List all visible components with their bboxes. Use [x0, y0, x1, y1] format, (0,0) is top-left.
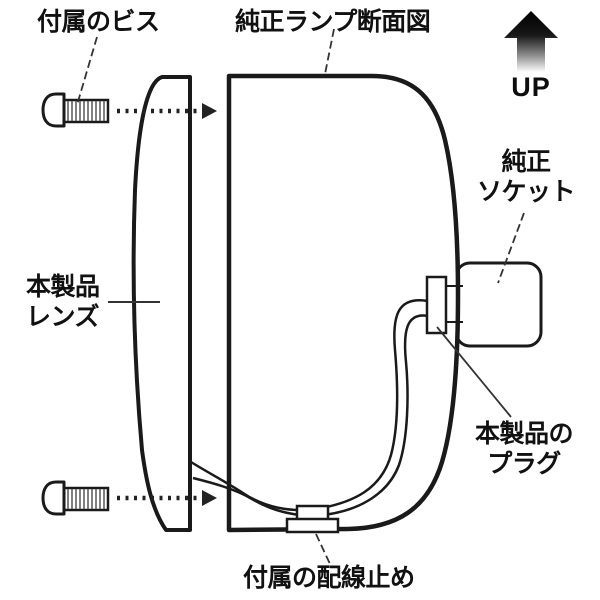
socket-label: 純正 ソケット [476, 147, 576, 207]
lens-shape [131, 75, 192, 532]
diagram-title: 純正ランプ断面図 [235, 8, 431, 36]
lens-label: 本製品 レンズ [26, 272, 100, 332]
screws-label: 付属のビス [37, 8, 160, 36]
lens-label-line2: レンズ [26, 303, 100, 331]
screw-top-icon [41, 92, 110, 128]
insert-arrow-top-icon [117, 103, 217, 119]
socket-label-line1: 純正 [501, 148, 551, 176]
clamp-label: 付属の配線止め [243, 564, 415, 592]
socket-shape [454, 261, 543, 348]
up-arrow-icon [504, 11, 558, 72]
lens-label-line1: 本製品 [26, 273, 100, 301]
plug-label-line2: プラグ [487, 450, 561, 478]
up-label: UP [511, 72, 551, 102]
screw-bottom-icon [41, 480, 110, 516]
plug-label-line1: 本製品の [474, 420, 574, 448]
plug-shape [425, 275, 463, 335]
lamp-housing-outline [226, 73, 461, 533]
wire-clamp-shape [285, 504, 340, 534]
socket-label-line2: ソケット [476, 178, 576, 206]
plug-label: 本製品の プラグ [474, 419, 574, 479]
insert-arrow-bottom-icon [117, 490, 217, 506]
wires [190, 298, 429, 517]
leader-lines [76, 28, 525, 565]
